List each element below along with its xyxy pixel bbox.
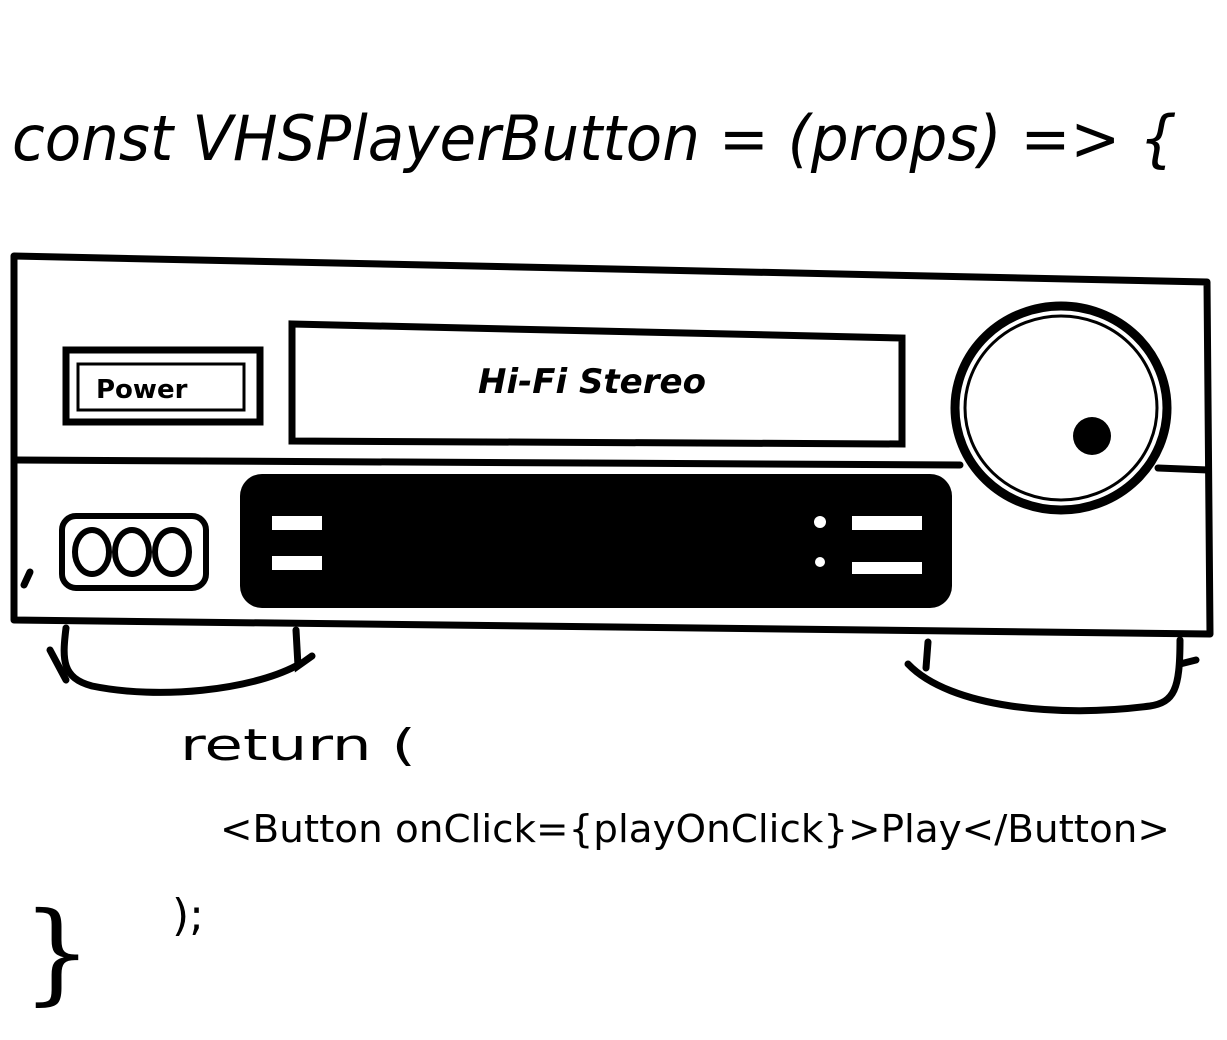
code-paren-close: ); <box>172 890 204 941</box>
code-button-element: <Button onClick={playOnClick}>Play</Butt… <box>220 807 1170 851</box>
display-label: Hi-Fi Stereo <box>478 362 706 402</box>
code-declaration: const VHSPlayerButton = (props) => { <box>12 102 1177 175</box>
power-button[interactable]: Power <box>62 346 264 426</box>
return-arrow-left <box>46 624 316 696</box>
cassette-slot-icon <box>240 474 952 608</box>
code-return: return ( <box>180 720 416 771</box>
vcr-body <box>10 252 1214 638</box>
power-label: Power <box>96 375 188 405</box>
display-panel: Hi-Fi Stereo <box>288 320 906 448</box>
three-circle-button-icon[interactable] <box>59 513 209 591</box>
code-brace-close: } <box>22 888 92 1016</box>
knob-icon[interactable] <box>950 301 1172 515</box>
return-arrow-right <box>904 636 1200 715</box>
